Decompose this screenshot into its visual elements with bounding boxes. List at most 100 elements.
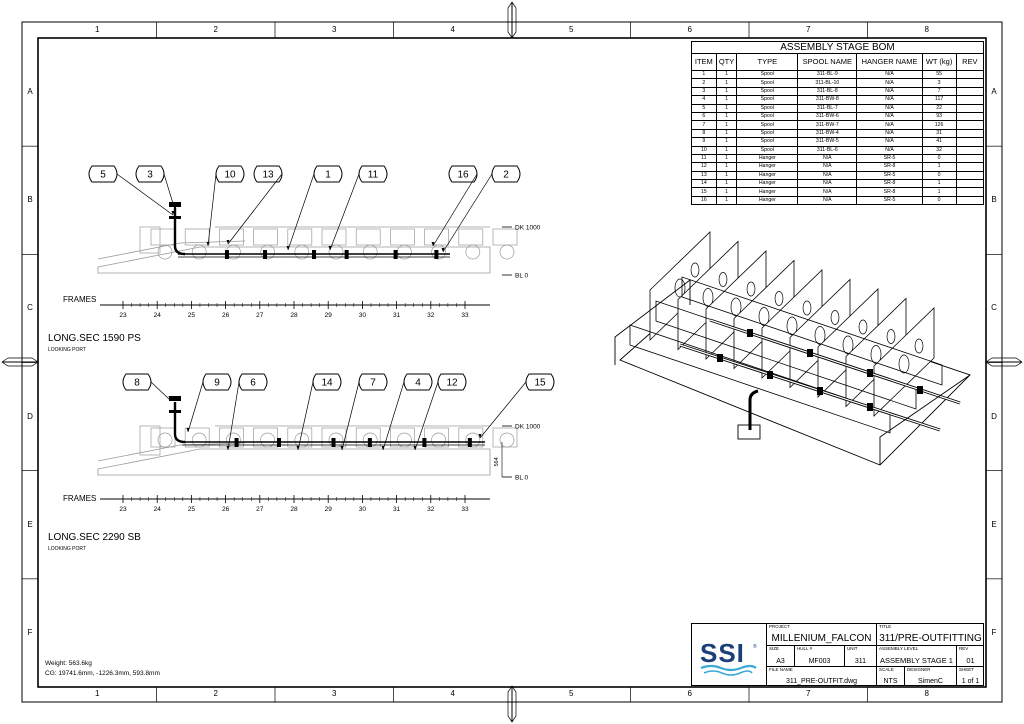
- callout-number: 11: [368, 170, 379, 181]
- callout-balloon: [215, 165, 245, 183]
- bom-cell: 1: [715, 153, 738, 164]
- callout-number: 14: [321, 378, 333, 389]
- leader-line: [341, 381, 360, 451]
- lightening-hole: [328, 244, 344, 260]
- bom-cell: 41: [921, 137, 957, 147]
- bom-cell: N/A: [856, 111, 923, 122]
- bom-cell: Spool: [736, 78, 799, 88]
- bom-cell: 1: [715, 195, 738, 206]
- zone-row-E-left: E: [27, 519, 33, 529]
- zone-column-1-bottom: 1: [95, 689, 100, 698]
- zone-row-A-right: A: [991, 87, 997, 97]
- bom-cell: 6: [691, 111, 717, 122]
- svg-text:SSI: SSI: [700, 638, 745, 668]
- bom-cell: 31: [921, 128, 957, 139]
- callout-balloon: [202, 373, 232, 391]
- iso-structure: [614, 231, 971, 466]
- bom-cell: [955, 78, 985, 88]
- frame-web: [424, 228, 449, 246]
- frame-number: 25: [188, 312, 196, 319]
- bom-cell: [955, 103, 985, 113]
- zone-column-6-top: 6: [687, 25, 692, 34]
- bom-cell: 4: [691, 95, 717, 105]
- bom-cell: Hanger: [736, 187, 799, 197]
- view-title-1: LONG.SEC 1590 PS: [48, 333, 141, 344]
- bom-cell: 12: [691, 162, 717, 172]
- frame-number: 26: [222, 506, 230, 513]
- callout-number: 15: [534, 378, 546, 389]
- zone-column-5-top: 5: [569, 25, 574, 34]
- zone-row-F-right: F: [991, 627, 997, 637]
- callout-number: 4: [415, 378, 421, 389]
- frame-number: 26: [222, 312, 230, 319]
- rev-cell: REV 01: [956, 645, 984, 666]
- flange: [367, 438, 372, 447]
- bom-cell: N/A: [797, 195, 858, 206]
- zone-row-D-left: D: [27, 411, 33, 421]
- lightening-hole: [465, 244, 481, 260]
- project-cell: PROJECT MILLENIUM_FALCON: [766, 624, 876, 645]
- zone-row-B-left: B: [27, 195, 33, 205]
- lightening-hole: [191, 432, 207, 448]
- iso-flange: [807, 349, 813, 357]
- bom-cell: 311-BL-8: [797, 86, 858, 97]
- iso-flange: [867, 369, 873, 377]
- callout-number: 10: [224, 170, 236, 181]
- bom-cell: Hanger: [736, 195, 799, 206]
- iso-floor-web: [873, 307, 935, 417]
- bom-cell: 1: [691, 69, 717, 80]
- bom-cell: N/A: [856, 103, 923, 113]
- bom-cell: N/A: [856, 95, 923, 105]
- bom-cell: 1: [715, 187, 738, 197]
- callout-balloon: [525, 373, 555, 391]
- flange: [234, 438, 239, 447]
- project-value: MILLENIUM_FALCON: [771, 633, 872, 644]
- frame-number: 29: [325, 312, 333, 319]
- leader-line: [227, 173, 283, 245]
- size-value: A3: [776, 658, 785, 665]
- leader-line: [297, 381, 314, 451]
- bom-cell: N/A: [856, 128, 923, 139]
- lightening-hole: [157, 432, 173, 448]
- zone-row-B-right: B: [991, 195, 997, 205]
- bom-cell: [955, 187, 985, 197]
- zone-column-5-bottom: 5: [569, 689, 574, 698]
- flange: [344, 250, 349, 259]
- bom-cell: 1: [921, 187, 957, 197]
- view-subtitle-1: LOOKING PORT: [48, 347, 86, 353]
- bom-cell: 1: [921, 162, 957, 172]
- bom-cell: 311-BW-6: [797, 111, 858, 122]
- lightening-hole: [431, 432, 446, 448]
- leader-line: [382, 381, 405, 451]
- bom-cell: Hanger: [736, 162, 799, 172]
- flange: [312, 250, 316, 259]
- bom-cell: N/A: [797, 170, 858, 181]
- bom-cell: 22: [921, 103, 957, 113]
- bom-cell: [955, 145, 985, 155]
- assembly-value: ASSEMBLY STAGE 1: [880, 656, 953, 665]
- bom-header: HANGER NAME: [856, 53, 923, 71]
- title-cell: TITLE 311/PRE-OUTFITTING: [876, 624, 984, 645]
- callout-balloon: [358, 373, 388, 391]
- bom-cell: Hanger: [736, 170, 799, 181]
- bom-cell: 1: [715, 120, 738, 130]
- isometric-view: [614, 231, 971, 466]
- callout-balloon: [491, 165, 521, 183]
- bom-cell: SR-5: [856, 153, 923, 164]
- bom-cell: 311-BL-9: [797, 69, 858, 80]
- bom-cell: N/A: [856, 120, 923, 130]
- bom-cell: Spool: [736, 128, 799, 139]
- lightening-hole: [499, 432, 515, 448]
- dimension-label: 564: [494, 457, 500, 466]
- bom-cell: 311-BW-8: [797, 95, 858, 105]
- bom-cell: [955, 137, 985, 147]
